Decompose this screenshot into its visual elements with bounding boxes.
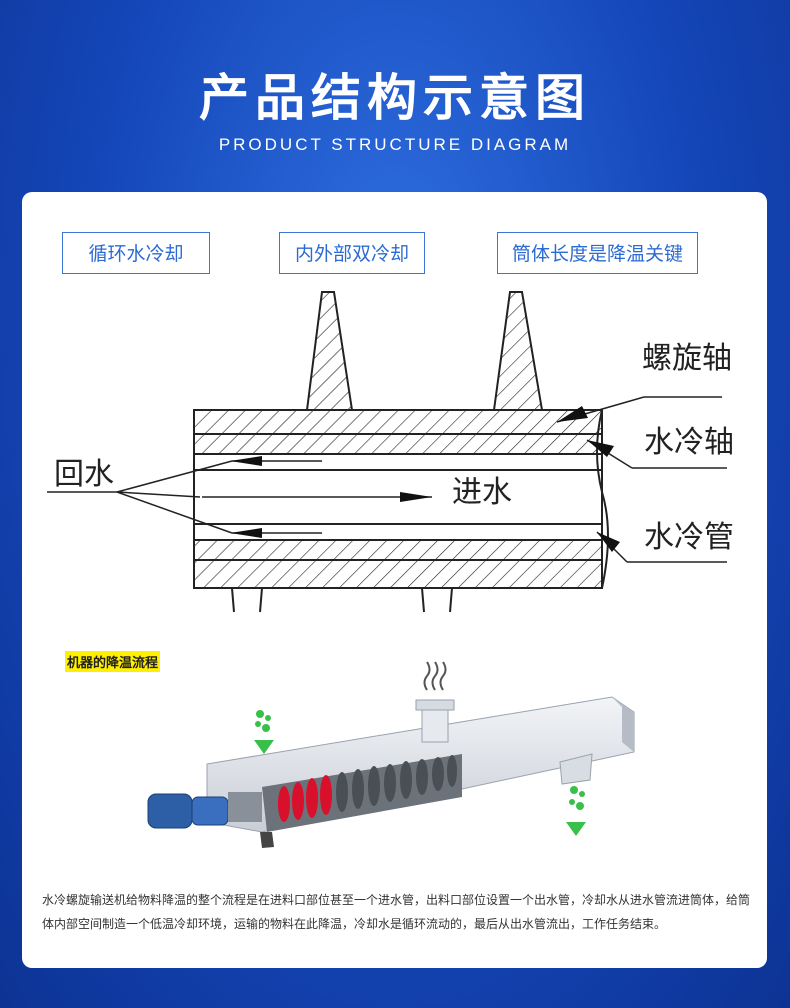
outer-shell-top <box>193 409 603 435</box>
label-water-cooled-shaft: 水冷轴 <box>644 425 734 460</box>
cooled-spiral-section <box>336 755 457 812</box>
steam-icon <box>423 661 447 691</box>
motor <box>147 793 193 829</box>
process-description: 水冷螺旋输送机给物料降温的整个流程是在进料口部位甚至一个进水管，出料口部位设置一… <box>42 893 751 931</box>
tag-dual-cooling: 内外部双冷却 <box>279 232 425 274</box>
label-inlet-water: 进水 <box>452 475 512 510</box>
page-subtitle: PRODUCT STRUCTURE DIAGRAM <box>218 135 572 154</box>
outer-shell-bottom <box>193 559 603 589</box>
label-water-cooled-pipe: 水冷管 <box>644 520 734 555</box>
machine-illustration <box>147 661 635 848</box>
label-spiral-shaft: 螺旋轴 <box>642 341 732 376</box>
hot-spiral-section <box>278 775 332 822</box>
water-in-arrow-icon <box>254 710 274 754</box>
tag-circulating-cooling: 循环水冷却 <box>62 232 210 274</box>
content-card: 循环水冷却 内外部双冷却 筒体长度是降温关键 <box>22 192 767 968</box>
label-return-water: 回水 <box>54 457 114 492</box>
section-label: 机器的降温流程 <box>65 651 161 672</box>
water-out-arrow-icon <box>566 786 586 836</box>
tag-barrel-length: 筒体长度是降温关键 <box>497 232 698 274</box>
structure-diagram: 螺旋轴 水冷轴 水冷管 回水 进水 <box>47 291 734 613</box>
page-title: 产品结构示意图 <box>199 69 591 127</box>
